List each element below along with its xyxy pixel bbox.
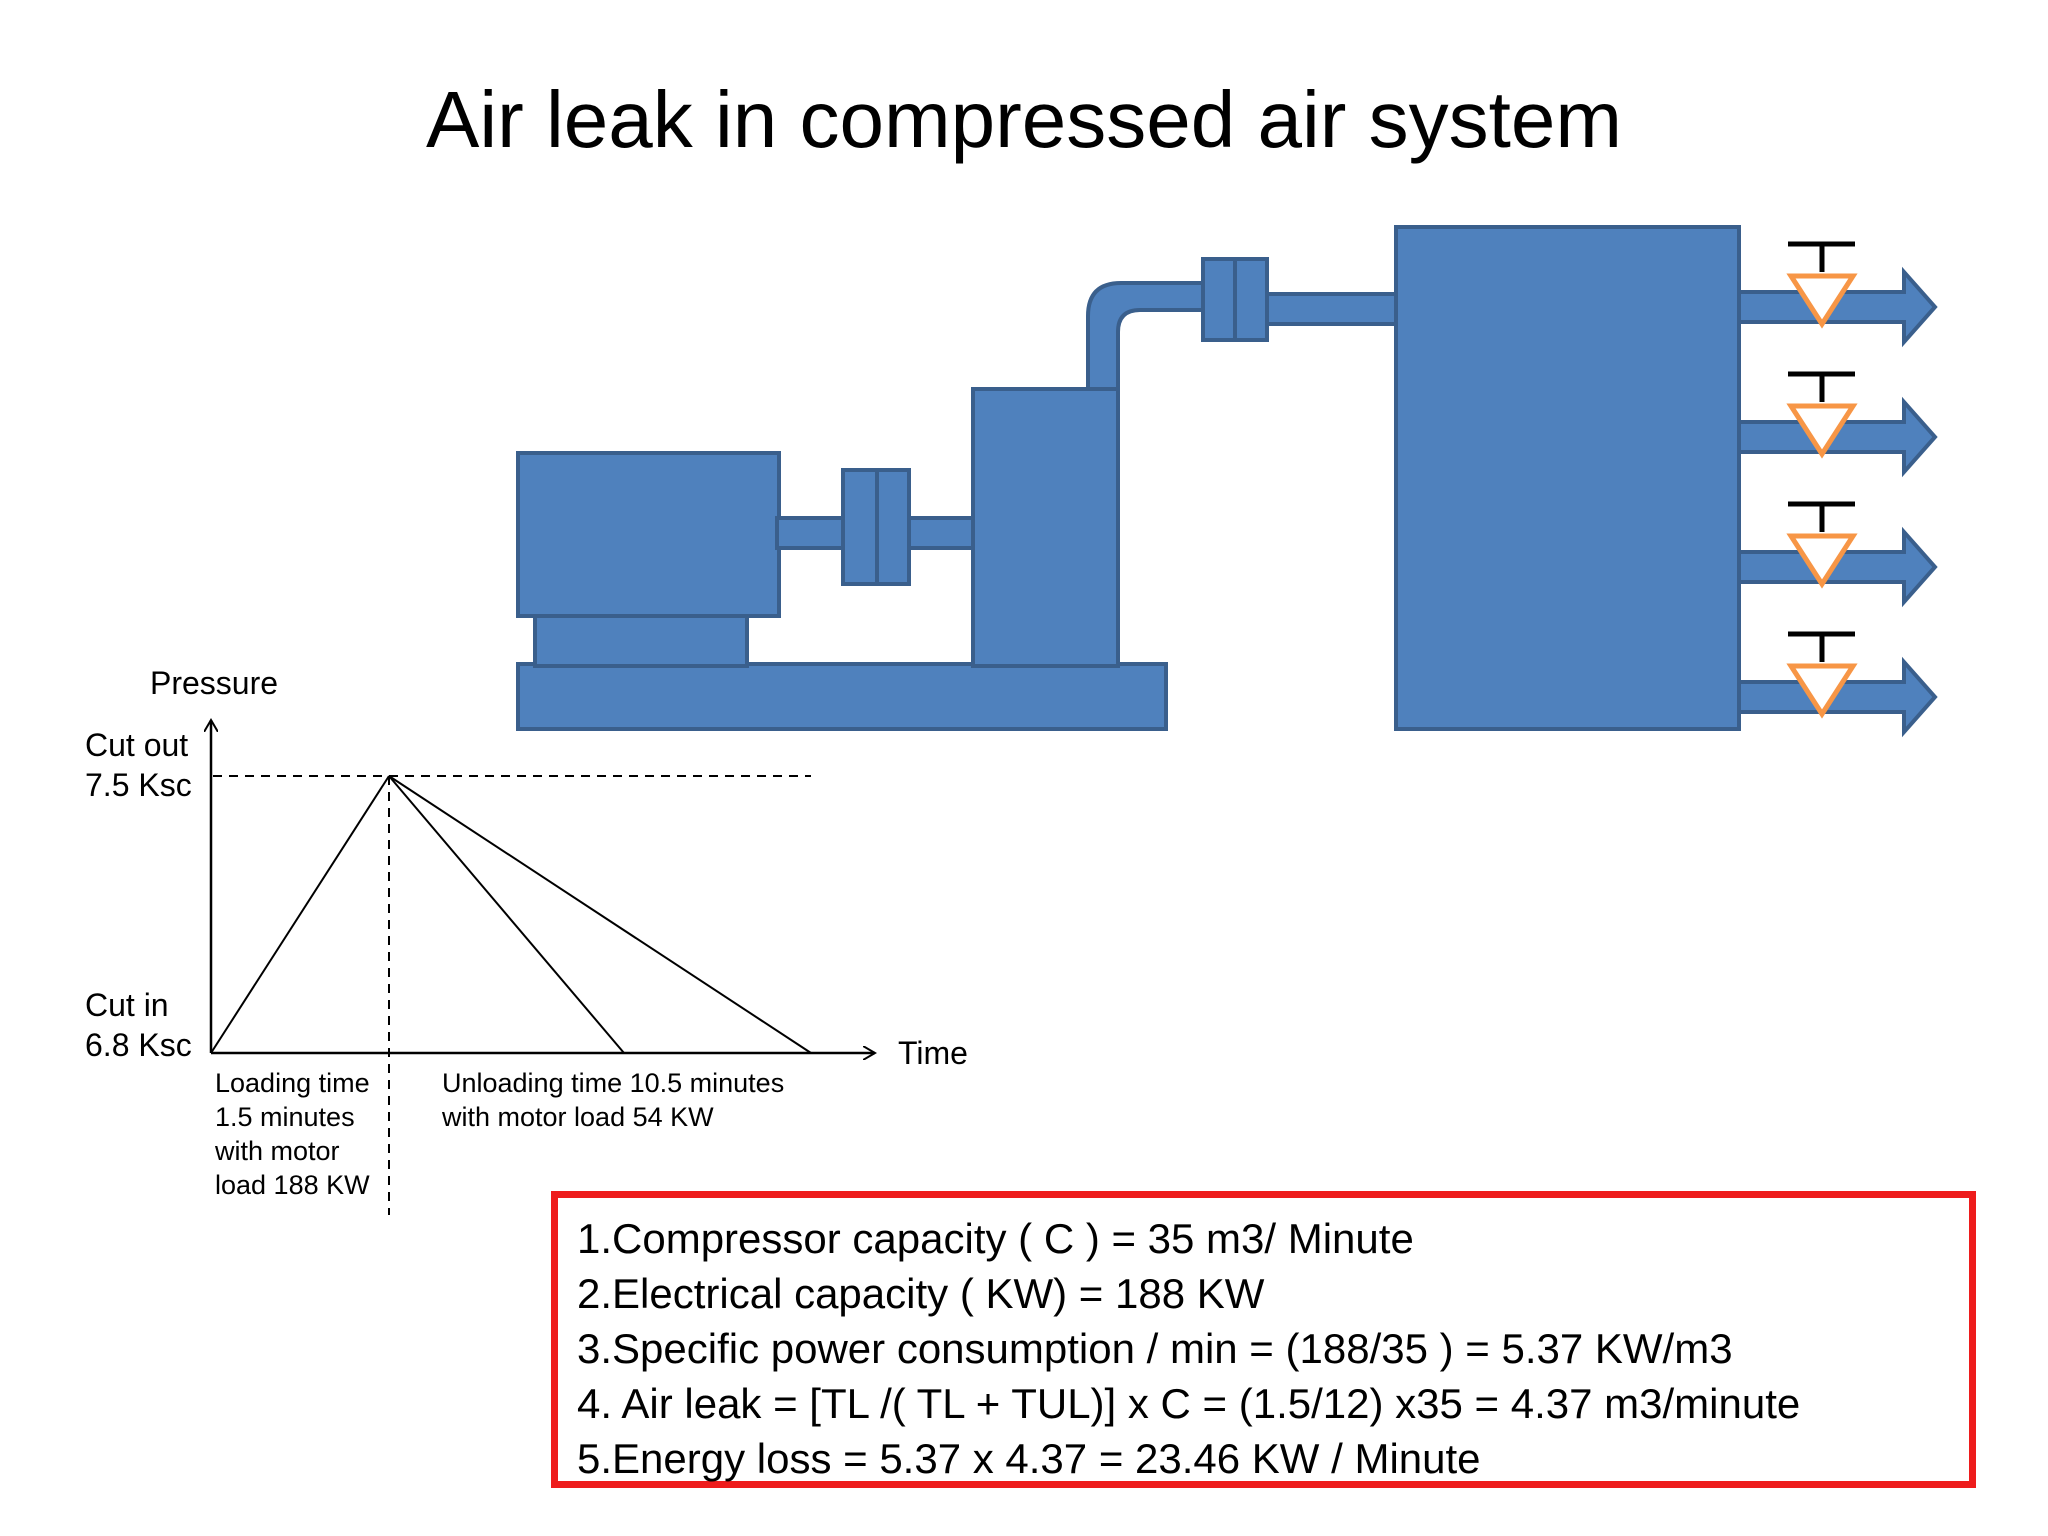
unloading-line-short xyxy=(388,775,625,1054)
arrow-right-icon xyxy=(1737,656,1938,738)
outlet-1 xyxy=(1737,241,1938,348)
receiver-inlet-pipe xyxy=(1265,292,1400,326)
outlet-2 xyxy=(1737,371,1938,478)
loading-line xyxy=(210,775,390,1054)
outlet-4 xyxy=(1737,631,1938,738)
pipe-coupling-right xyxy=(1233,257,1269,342)
cut-out-label-line: Cut out xyxy=(85,727,189,763)
valve-icon xyxy=(1786,273,1858,329)
formula-box: 1.Compressor capacity ( C ) = 35 m3/ Min… xyxy=(551,1191,1976,1488)
note-line: with motor load 54 KW xyxy=(442,1102,714,1132)
arrow-right-icon xyxy=(1737,526,1938,608)
valve-icon xyxy=(1786,533,1858,589)
cut-out-label: Cut out 7.5 Ksc xyxy=(85,725,192,805)
x-axis-label: Time xyxy=(898,1035,968,1071)
note-line: Unloading time 10.5 minutes xyxy=(442,1068,785,1098)
motor-foot xyxy=(533,612,749,668)
formula-line: 3.Specific power consumption / min = (18… xyxy=(577,1325,1733,1372)
compressor-body xyxy=(971,387,1120,668)
y-axis-label: Pressure xyxy=(150,665,279,701)
formula-line: 4. Air leak = [TL /( TL + TUL)] x C = (1… xyxy=(577,1380,1801,1427)
pipe-coupling-left xyxy=(1201,257,1237,342)
note-line: 1.5 minutes xyxy=(215,1102,355,1132)
cut-out-value: 7.5 Ksc xyxy=(85,767,192,803)
base-plate xyxy=(516,662,1168,731)
shaft-coupling-left xyxy=(841,468,879,586)
cut-in-label-line: Cut in xyxy=(85,987,169,1023)
valve-icon xyxy=(1786,663,1858,719)
slide-title: Air leak in compressed air system xyxy=(426,75,1622,164)
formula-line: 5.Energy loss = 5.37 x 4.37 = 23.46 KW /… xyxy=(577,1435,1481,1482)
shaft-coupling-right xyxy=(875,468,911,586)
cut-in-value: 6.8 Ksc xyxy=(85,1027,192,1063)
unloading-time-note: Unloading time 10.5 minutes with motor l… xyxy=(442,1066,784,1134)
outlet-3 xyxy=(1737,501,1938,608)
air-receiver-tank xyxy=(1394,225,1741,731)
cut-in-label: Cut in 6.8 Ksc xyxy=(85,985,192,1065)
note-line: with motor xyxy=(215,1136,340,1166)
valve-icon xyxy=(1786,403,1858,459)
pressure-time-graph xyxy=(211,720,875,1215)
note-line: load 188 KW xyxy=(215,1170,370,1200)
motor-body xyxy=(516,451,781,618)
formula-line: 1.Compressor capacity ( C ) = 35 m3/ Min… xyxy=(577,1215,1414,1262)
equipment xyxy=(516,225,1741,731)
unloading-line-long xyxy=(388,775,812,1054)
loading-time-note: Loading time 1.5 minutes with motor load… xyxy=(215,1066,370,1202)
arrow-right-icon xyxy=(1737,266,1938,348)
discharge-pipe xyxy=(1086,281,1214,391)
formula-line: 2.Electrical capacity ( KW) = 188 KW xyxy=(577,1270,1265,1317)
note-line: Loading time xyxy=(215,1068,370,1098)
arrow-right-icon xyxy=(1737,396,1938,478)
